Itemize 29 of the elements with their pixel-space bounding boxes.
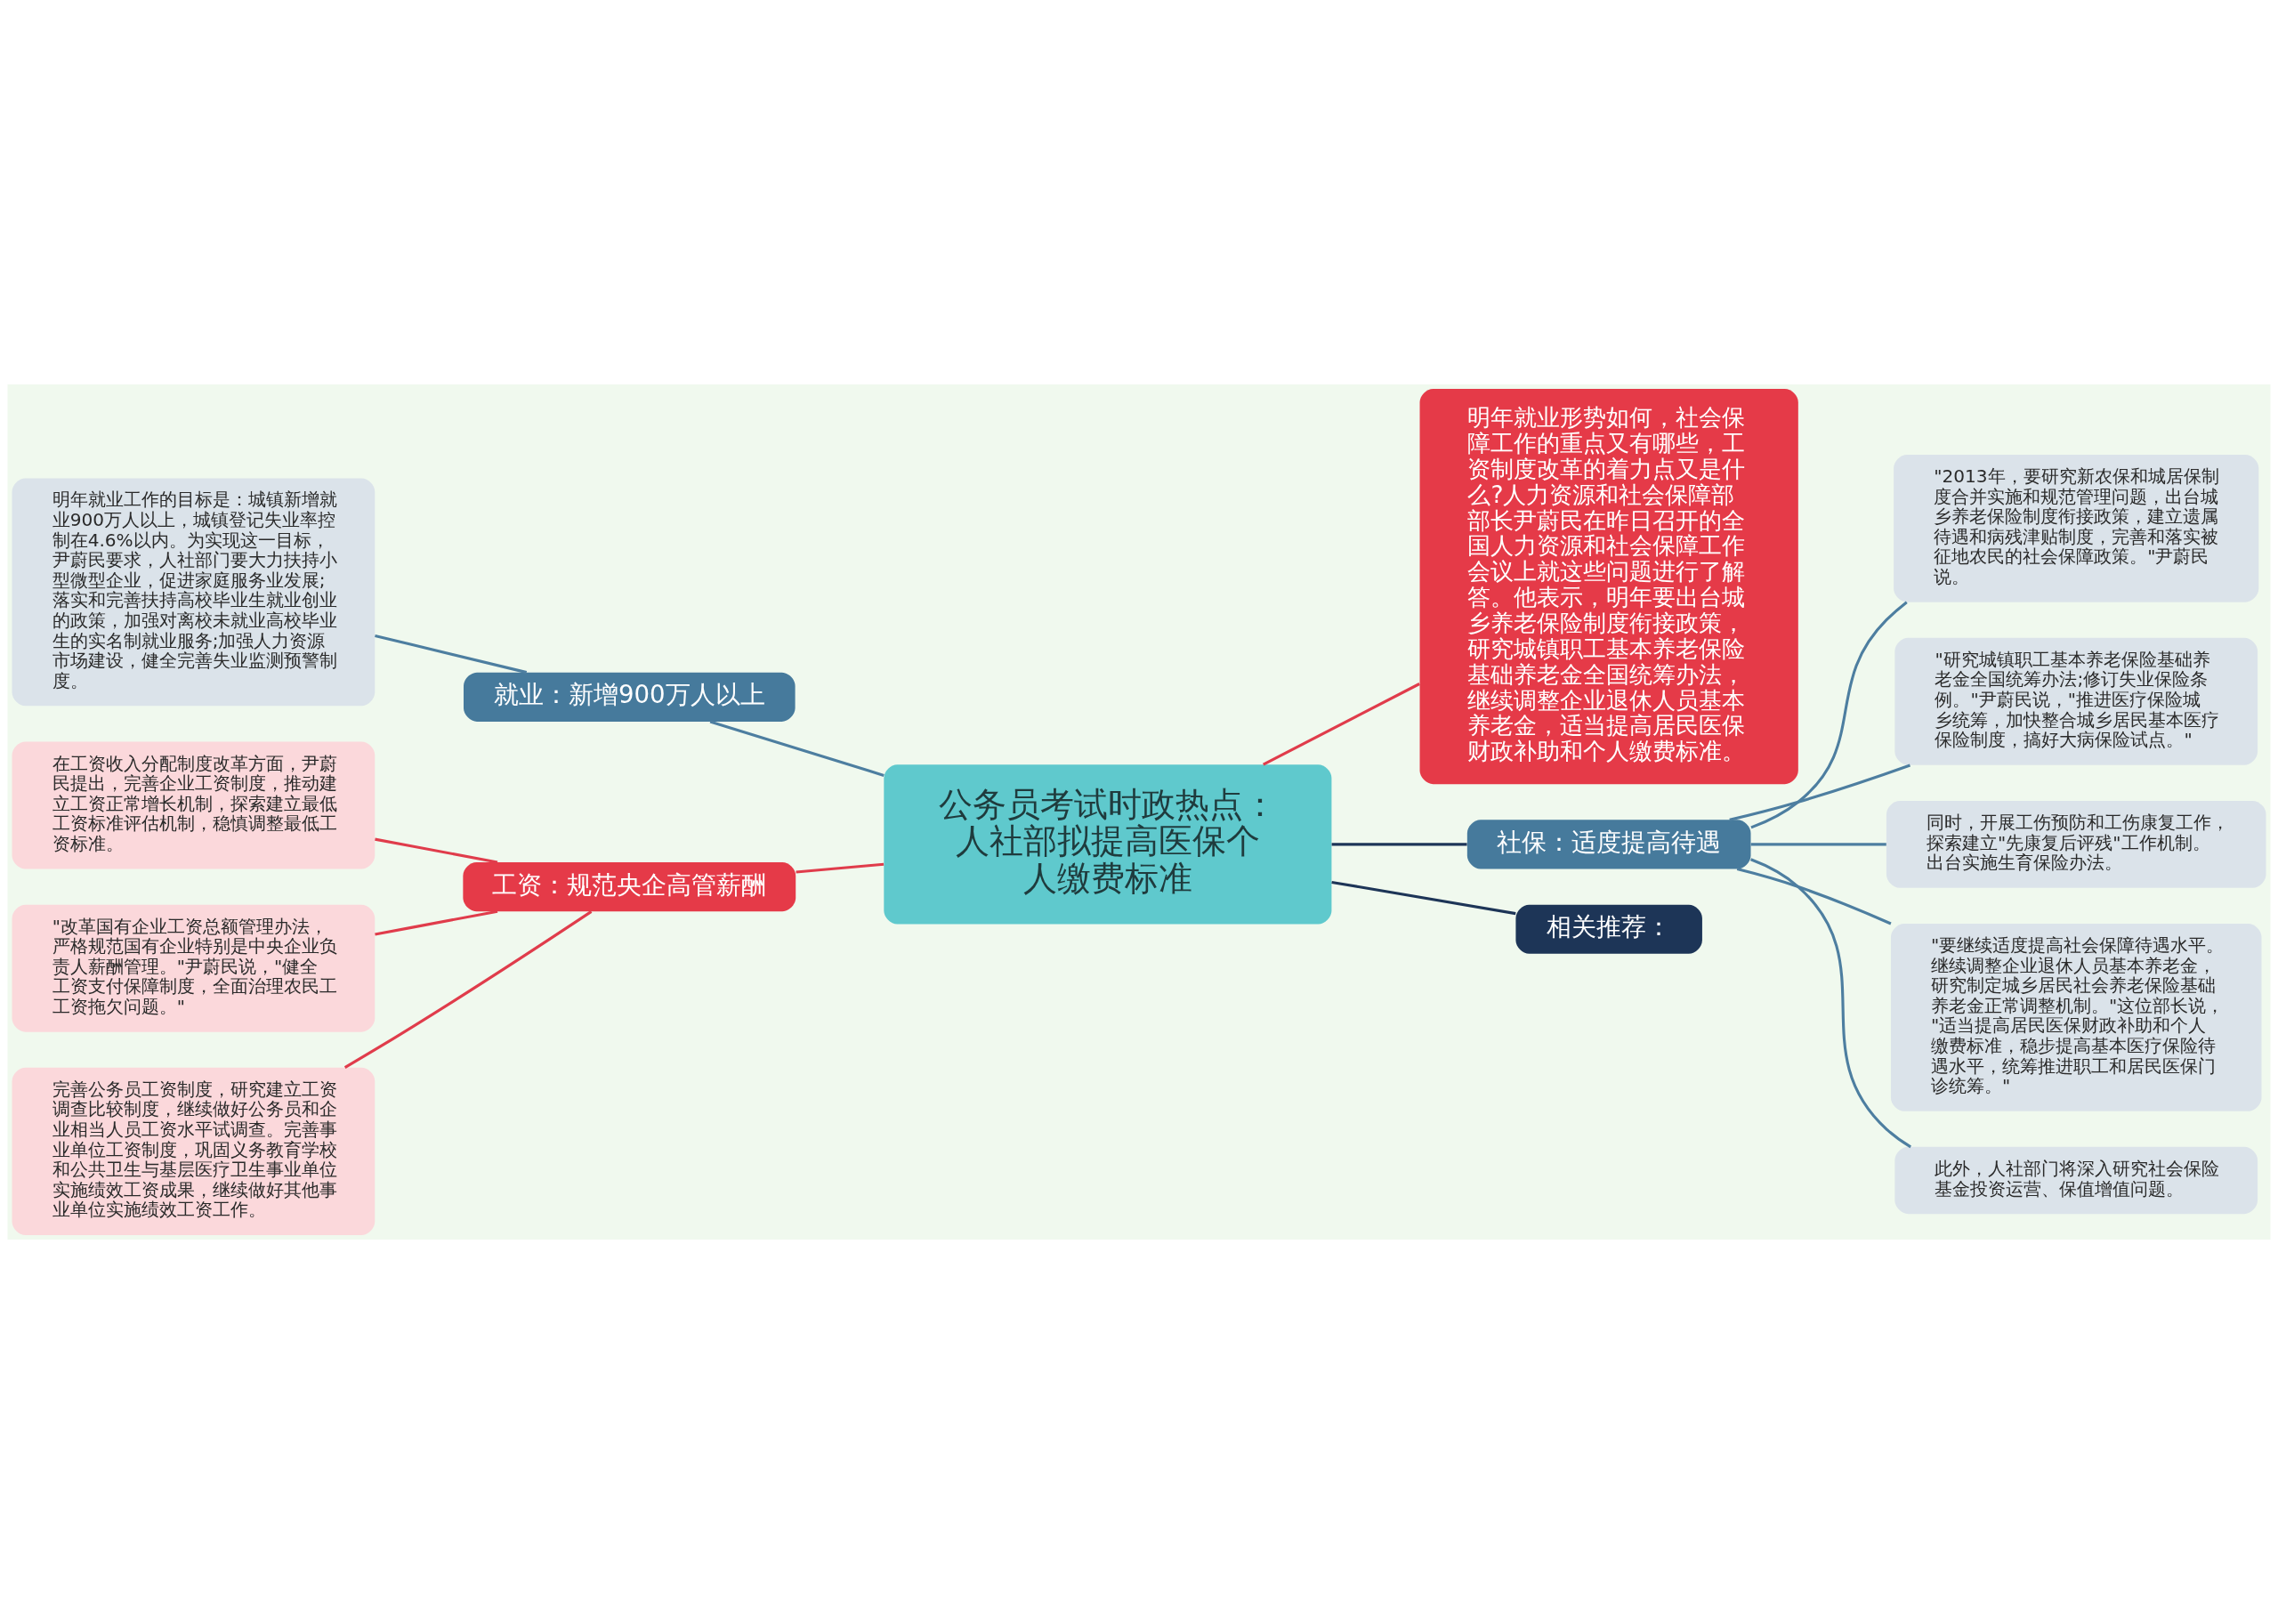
node-box: "改革国有企业工资总额管理办法，严格规范国有企业特别是中央企业负责人薪酬管理。"尹蔚民说，"健全工资支付保障制度，全面治理农民工工资拖欠问题。" [12,904,376,1032]
connector [1331,843,1467,846]
connector [1750,858,1911,1149]
node-box: 同时，开展工伤预防和工伤康复工作，探索建立"先康复后评残"工作机制。出台实施生育保险办法。 [1886,800,2266,888]
node-box: "2013年，要研究新农保和城居保制度合并实施和规范管理问题，出台城乡养老保险制度衔接政策，建立遗属待遇和病残津贴制度，完善和落实被征地农民的社会保障政策。"尹蔚民说。 [1894,455,2259,602]
connector [1729,764,1910,821]
node-box: 公务员考试时政热点：人社部拟提高医保个人缴费标准 [884,764,1332,925]
connector [375,634,528,675]
node-box: 相关推荐： [1515,904,1702,954]
node-box: "要继续适度提高社会保障待遇水平。继续调整企业退休人员基本养老金，研究制定城乡居民社会养老保险基础养老金正常调整机制。"这位部长说，"适当提高居民医保财政补助和个人缴费标准，稳步提高基本医疗保险待遇水平，统筹推进职工和居民医保门诊统筹。" [1890,923,2262,1111]
connector [1736,868,1892,925]
connector [709,720,885,777]
connector [375,909,498,936]
node-box: 工资：规范央企高管薪酬 [463,861,796,912]
connector [375,837,498,864]
node-box: 明年就业工作的目标是：城镇新增就业900万人以上，城镇登记失业率控制在4.6%以内。为实现这一目标，尹蔚民要求，人社部门要大力扶持小型微型企业，促进家庭服务业发展;落实和完善扶持高校毕业生就业创业的政策，加强对离校未就业高校毕业生的实名制就业服务;加强人力资源市场建设，健全完善失业监测预警制度。 [12,478,376,707]
connector [1750,843,1886,846]
connector [1331,880,1516,916]
connector [343,910,593,1069]
node-box: 就业：新增900万人以上 [464,672,796,722]
node-box: 此外，人社部门将深入研究社会保险基金投资运营、保值增值问题。 [1894,1146,2258,1215]
connector [1750,601,1908,829]
node-box: 社保：适度提高待遇 [1466,820,1751,869]
node-box: 明年就业形势如何，社会保障工作的重点又有哪些，工资制度改革的着力点又是什么?人力资源和社会保障部部长尹蔚民在昨日召开的全国人力资源和社会保障工作会议上就这些问题进行了解答。他表示，明年要出台城乡养老保险制度衔接政策，研究城镇职工基本养老保险基础养老金全国统筹办法，继续调整企业退休人员基本养老金，适当提高居民医保财政补助和个人缴费标准。 [1419,389,1798,785]
connector [796,862,885,874]
connector [1263,683,1420,766]
node-box: 完善公务员工资制度，研究建立工资调查比较制度，继续做好公务员和企业相当人员工资水平试调查。完善事业单位工资制度，巩固义务教育学校和公共卫生与基层医疗卫生事业单位实施绩效工资成果，继续做好其他事业单位实施绩效工资工作。 [12,1067,376,1235]
node-box: 在工资收入分配制度改革方面，尹蔚民提出，完善企业工资制度，推动建立工资正常增长机制，探索建立最低工资标准评估机制，稳慎调整最低工资标准。 [12,741,376,869]
node-box: "研究城镇职工基本养老保险基础养老金全国统筹办法;修订失业保险条例。"尹蔚民说，"推进医疗保险城乡统筹，加快整合城乡居民基本医疗保险制度，搞好大病保险试点。" [1894,637,2258,765]
